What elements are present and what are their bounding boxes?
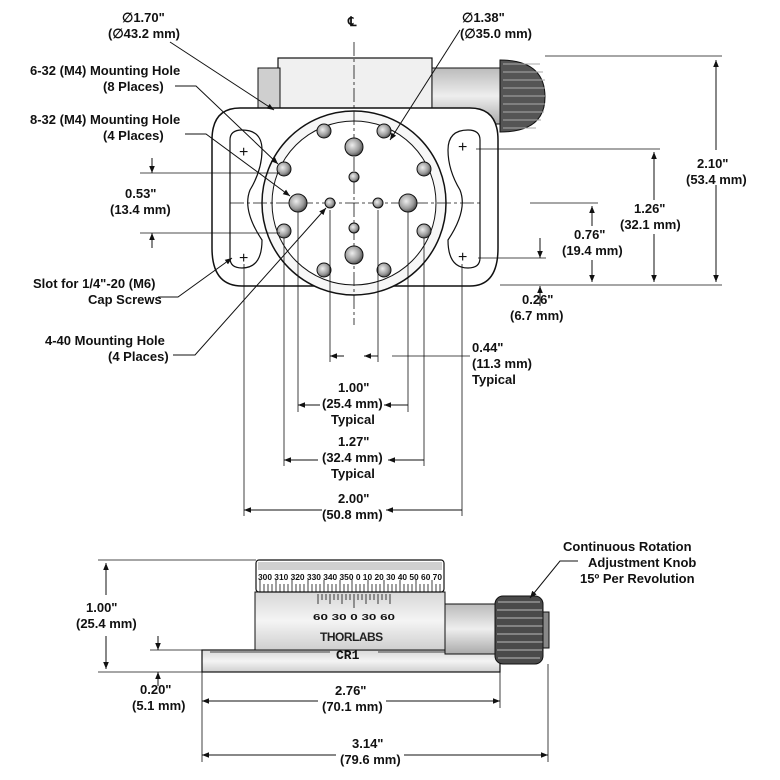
dim-210-mm: (53.4 mm) xyxy=(686,172,747,187)
dim-100h-mm: (25.4 mm) xyxy=(76,616,137,631)
dim-314-mm: (79.6 mm) xyxy=(340,752,401,767)
callout-knob-line3: 15º Per Revolution xyxy=(580,571,695,586)
dim-314-in: 3.14" xyxy=(352,736,383,751)
top-view: + + + + xyxy=(30,10,747,522)
dim-diameter-large-mm: (∅43.2 mm) xyxy=(108,26,180,41)
dim-276-in: 2.76" xyxy=(335,683,366,698)
slot-right xyxy=(447,129,481,269)
callout-8-32-line1: 8-32 (M4) Mounting Hole xyxy=(30,112,180,127)
dim-127-mm: (32.4 mm) xyxy=(322,450,383,465)
dim-100-in: 1.00" xyxy=(338,380,369,395)
dim-044-in: 0.44" xyxy=(472,340,503,355)
holes-4-40 xyxy=(324,171,384,234)
svg-text:+: + xyxy=(458,139,467,156)
dim-020-in: 0.20" xyxy=(140,682,171,697)
dim-200-mm: (50.8 mm) xyxy=(322,507,383,522)
dim-diameter-small-mm: (∅35.0 mm) xyxy=(460,26,532,41)
dim-127-typ: Typical xyxy=(331,466,375,481)
callout-6-32-line2: (8 Places) xyxy=(103,79,164,94)
dim-076-mm: (19.4 mm) xyxy=(562,243,623,258)
dim-044-mm: (11.3 mm) xyxy=(472,356,532,371)
dim-diameter-large-in: ∅1.70" xyxy=(122,10,165,25)
callout-6-32-line1: 6-32 (M4) Mounting Hole xyxy=(30,63,180,78)
dim-100h-in: 1.00" xyxy=(86,600,117,615)
svg-text:+: + xyxy=(239,144,248,161)
dim-210-in: 2.10" xyxy=(697,156,728,171)
dim-044-typ: Typical xyxy=(472,372,516,387)
svg-text:+: + xyxy=(458,249,467,266)
vernier-ticks xyxy=(317,594,391,608)
callout-4-40-line1: 4-40 Mounting Hole xyxy=(45,333,165,348)
dial-ticks xyxy=(259,580,441,592)
vernier-scale: 60 30 0 30 60 xyxy=(313,613,396,622)
svg-text:+: + xyxy=(239,250,248,267)
dim-076-in: 0.76" xyxy=(574,227,605,242)
callout-4-40-line2: (4 Places) xyxy=(108,349,169,364)
dim-diameter-small-in: ∅1.38" xyxy=(462,10,505,25)
adjustment-knob-side xyxy=(444,595,550,665)
callout-slot-line2: Cap Screws xyxy=(88,292,162,307)
dim-026-mm: (6.7 mm) xyxy=(510,308,563,323)
dim-276-mm: (70.1 mm) xyxy=(322,699,383,714)
callout-knob-line1: Continuous Rotation xyxy=(563,539,692,554)
callout-8-32-line2: (4 Places) xyxy=(103,128,164,143)
dim-100-mm: (25.4 mm) xyxy=(322,396,383,411)
callout-slot-line1: Slot for 1/4"-20 (M6) xyxy=(33,276,155,291)
dim-053-mm: (13.4 mm) xyxy=(110,202,171,217)
dim-026-in: 0.26" xyxy=(522,292,553,307)
side-view: 300 310 320 330 340 350 0 10 20 30 40 50… xyxy=(76,539,696,767)
dim-200-in: 2.00" xyxy=(338,491,369,506)
callout-knob-line2: Adjustment Knob xyxy=(588,555,696,570)
dim-127-in: 1.27" xyxy=(338,434,369,449)
centerline-symbol: ℄ xyxy=(347,14,357,29)
dim-126-in: 1.26" xyxy=(634,201,665,216)
dim-100-typ: Typical xyxy=(331,412,375,427)
model-label: CR1 xyxy=(336,648,360,663)
holes-6-32 xyxy=(276,123,432,278)
dim-126-mm: (32.1 mm) xyxy=(620,217,681,232)
rotation-scale: 300 310 320 330 340 350 0 10 20 30 40 50… xyxy=(258,573,443,582)
side-body xyxy=(254,591,446,651)
dim-020-mm: (5.1 mm) xyxy=(132,698,185,713)
holes-8-32 xyxy=(288,137,418,265)
brand-label: THORLABS xyxy=(320,630,383,644)
dim-053-in: 0.53" xyxy=(125,186,156,201)
